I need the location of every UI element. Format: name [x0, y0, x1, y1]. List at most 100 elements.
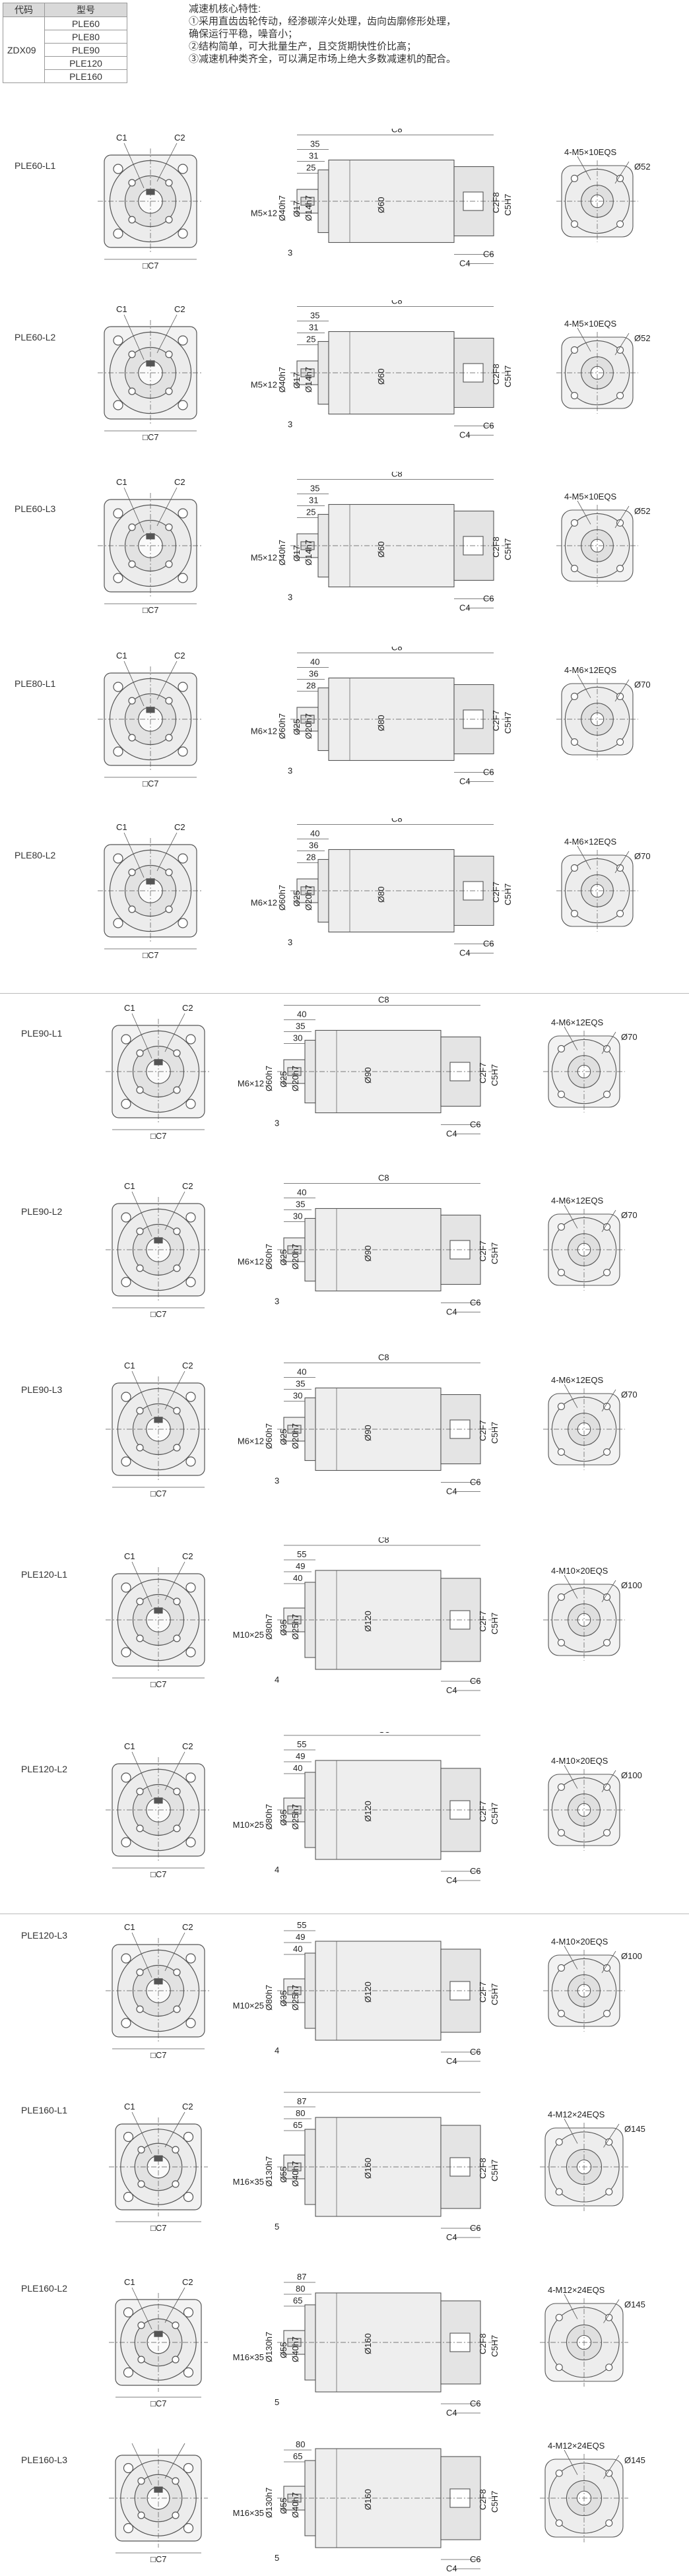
- c5h7-label: C5H7: [490, 1983, 500, 2005]
- c2-label: C2: [174, 651, 185, 660]
- c1-label: C1: [124, 1551, 135, 1561]
- phi-key2-label: Ø25h7: [290, 1614, 300, 1640]
- model-label: PLE120-L3: [21, 1930, 68, 1941]
- c1-label: C1: [116, 133, 127, 143]
- drawing-svg: C1C2□C78780655C8M16×35Ø130h7Ø55Ø40h7Ø160…: [109, 2092, 645, 2242]
- c5h7-label: C5H7: [490, 1242, 500, 1264]
- leader-line: [614, 161, 630, 184]
- rear-bolt-hole: [603, 1964, 611, 1972]
- phi-shaft-label: Ø130h7: [264, 2156, 274, 2187]
- c2f-label: C2F8: [491, 536, 501, 558]
- leader-line: [131, 1932, 152, 1978]
- drawing-row: PLE120-L2C1C2□C75549404C8M10×25Ø80h7Ø35Ø…: [0, 1732, 689, 1914]
- phi-key1-label: Ø25: [292, 719, 302, 735]
- bolt-hole: [165, 387, 173, 395]
- phi-body-label: Ø90: [363, 1245, 373, 1262]
- c6-label: C6: [483, 767, 494, 777]
- c2-label: C2: [182, 1361, 193, 1370]
- bolt-hole: [185, 1277, 196, 1287]
- rear-bolt-hole: [557, 1091, 565, 1099]
- dim-a-label: 40: [310, 829, 319, 839]
- bolt-hole: [172, 2146, 180, 2154]
- bolt-hole: [113, 508, 123, 519]
- bolt-hole: [113, 164, 123, 174]
- dim-c-label: 25: [306, 163, 315, 173]
- rear-bolt-hole: [603, 1829, 611, 1837]
- phi-key1-label: Ø35: [279, 1619, 288, 1636]
- bolt-hole: [178, 573, 188, 583]
- leader-line: [131, 2287, 152, 2330]
- c4-label: C4: [446, 2056, 457, 2066]
- side-view: [290, 824, 508, 953]
- thread-label: M10×25: [233, 1630, 264, 1640]
- rear-bolt-hole: [555, 2469, 563, 2477]
- rear-bolt-hole: [557, 1402, 565, 1410]
- model-label: PLE160-L2: [21, 2283, 68, 2294]
- phi-key1-label: Ø17: [292, 545, 302, 562]
- leader-line: [164, 1751, 185, 1791]
- table-model-cell: PLE80: [44, 30, 127, 44]
- phi-shaft-label: Ø40h7: [277, 540, 287, 565]
- phi-body-label: Ø80: [376, 886, 386, 903]
- features-line: ②结构简单，可大批量生产，且交货期快性价比高；: [189, 41, 417, 52]
- bolt-hole: [185, 1953, 196, 1964]
- leader-line: [614, 333, 630, 356]
- bolt-hole: [165, 179, 173, 187]
- leader-line: [156, 314, 178, 354]
- thread-label: M16×35: [233, 2352, 264, 2362]
- rear-bolt-hole: [570, 346, 578, 354]
- model-label: PLE60-L2: [15, 332, 56, 342]
- dim-a-label: 35: [310, 139, 319, 149]
- phi-key1-label: Ø17: [292, 201, 302, 217]
- drawing-svg: C1C2□C78780655C8M16×35Ø130h7Ø55Ø40h7Ø160…: [109, 2272, 645, 2418]
- rear-view: [543, 1764, 625, 1851]
- bolt-hole: [121, 1772, 131, 1783]
- pcd-label: Ø145: [624, 2124, 645, 2134]
- dim-d-label: 4: [275, 1675, 279, 1685]
- rear-bolt-hole: [557, 1045, 565, 1052]
- bolt-hole: [178, 335, 188, 346]
- drawing-row: PLE160-L3C1C2□C78780655C8M16×35Ø130h7Ø55…: [0, 2441, 689, 2573]
- phi-key2-label: Ø40h7: [290, 2161, 300, 2187]
- bolt-hole: [128, 216, 136, 224]
- dim-c8-label: C8: [378, 1732, 390, 1735]
- bolt-spec-label: 4-M10×20EQS: [551, 1756, 608, 1766]
- bolt-hole: [113, 400, 123, 410]
- bolt-hole: [121, 1953, 131, 1964]
- c2-label: C2: [174, 304, 185, 314]
- rear-view: [540, 2294, 628, 2387]
- rear-bolt-hole: [603, 1223, 611, 1231]
- c5h7-label: C5H7: [490, 2160, 500, 2181]
- bolt-hole: [121, 1647, 131, 1658]
- rear-bolt-hole: [616, 220, 624, 228]
- rear-bolt-hole: [603, 1402, 611, 1410]
- bolt-hole: [172, 2356, 180, 2364]
- leader-line: [564, 1574, 578, 1599]
- leader-line: [131, 1751, 152, 1797]
- bolt-hole: [165, 734, 173, 742]
- dim-a-label: 40: [297, 1188, 306, 1198]
- phi-key2-label: Ø20h7: [290, 1066, 300, 1091]
- model-label: PLE90-L2: [21, 1206, 63, 1217]
- bolt-hole: [172, 2477, 180, 2485]
- phi-key1-label: Ø25: [279, 1071, 288, 1087]
- front-view: [106, 1751, 211, 1869]
- thread-label: M5×12: [251, 380, 277, 390]
- bolt-hole: [173, 1824, 181, 1832]
- rear-bolt-hole: [557, 1593, 565, 1601]
- rear-bolt-hole: [603, 2010, 611, 2018]
- c6-label: C6: [470, 2047, 481, 2057]
- bolt-hole: [137, 2356, 145, 2364]
- bolt-hole: [136, 1086, 144, 1094]
- rear-view: [543, 1945, 625, 2032]
- pcd-label: Ø70: [634, 851, 651, 861]
- rear-view: [540, 2118, 628, 2211]
- leader-line: [164, 2287, 185, 2323]
- rear-bolt-hole: [616, 692, 624, 700]
- dim-b-label: 49: [296, 1561, 305, 1571]
